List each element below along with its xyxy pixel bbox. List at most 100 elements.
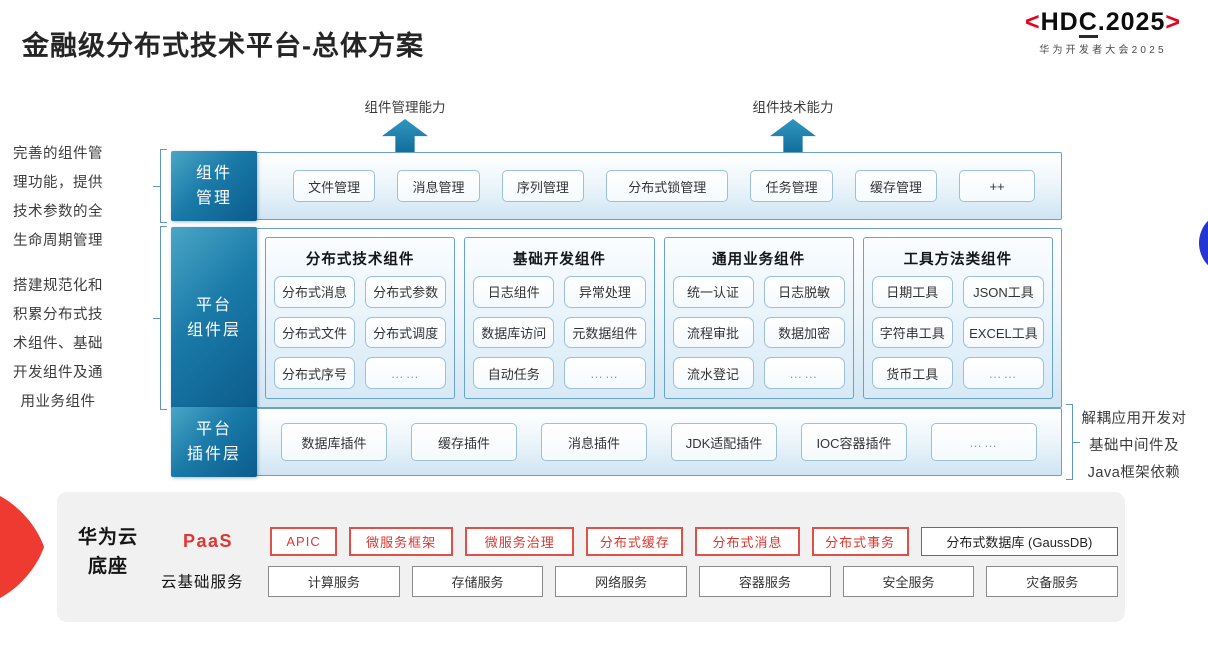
cloud-service-chip: 容器服务	[699, 566, 831, 597]
group-grid: 统一认证 日志脱敏 流程审批 数据加密 流水登记 ……	[672, 276, 845, 389]
group-basic-dev: 基础开发组件 日志组件 异常处理 数据库访问 元数据组件 自动任务 ……	[464, 237, 655, 399]
paas-chip: 微服务治理	[465, 527, 575, 556]
component-chip: 字符串工具	[871, 316, 953, 349]
paas-services-row: APIC 微服务框架 微服务治理 分布式缓存 分布式消息 分布式事务 分布式数据…	[270, 527, 1119, 556]
component-chip-more: ……	[962, 357, 1044, 389]
group-title: 通用业务组件	[712, 252, 806, 268]
layer-body: 分布式技术组件 分布式消息 分布式参数 分布式文件 分布式调度 分布式序号 ………	[257, 229, 1061, 407]
component-chip: 分布式参数	[365, 276, 447, 308]
component-chip-more: ……	[564, 357, 646, 389]
arrow-label: 组件技术能力	[752, 100, 834, 115]
logo-text-prefix: HD	[1040, 8, 1079, 36]
page-title: 金融级分布式技术平台-总体方案	[22, 31, 424, 61]
bracket-left-row1	[160, 149, 167, 223]
component-chip: 日期工具	[871, 276, 953, 308]
component-chip: 分布式调度	[365, 316, 447, 349]
bracket-tick	[153, 318, 160, 319]
group-grid: 日期工具 JSON工具 字符串工具 EXCEL工具 货币工具 ……	[871, 276, 1044, 389]
component-chip: EXCEL工具	[962, 316, 1044, 349]
layer-platform-components: 平台 组件层 分布式技术组件 分布式消息 分布式参数 分布式文件 分布式调度 分…	[171, 227, 1062, 409]
paas-chip: 分布式缓存	[586, 527, 684, 556]
huawei-cloud-foundation-panel	[57, 492, 1125, 622]
layer-label-platform-components: 平台 组件层	[171, 227, 257, 409]
note-plugin-layer: 解耦应用开发对基础中间件及Java框架依赖	[1081, 411, 1187, 481]
layer-body: 文件管理 消息管理 序列管理 分布式锁管理 任务管理 缓存管理 ++	[257, 153, 1061, 219]
cloud-service-chip: 存储服务	[411, 566, 544, 597]
bracket-right-row3	[1066, 404, 1073, 480]
bracket-tick	[153, 186, 160, 187]
logo-right-angle: >	[1165, 8, 1181, 36]
logo-subtitle: 华为开发者大会2025	[1039, 45, 1167, 57]
component-chip-more: ++	[959, 170, 1036, 202]
group-title: 工具方法类组件	[903, 252, 1013, 268]
plugin-chip: 数据库插件	[281, 423, 387, 461]
group-grid: 分布式消息 分布式参数 分布式文件 分布式调度 分布式序号 ……	[274, 276, 447, 389]
paas-chip: 分布式消息	[695, 527, 800, 556]
component-chip: 日志组件	[473, 276, 555, 308]
paas-chip: 分布式事务	[811, 527, 909, 556]
component-chip: 元数据组件	[564, 316, 646, 349]
group-distributed-tech: 分布式技术组件 分布式消息 分布式参数 分布式文件 分布式调度 分布式序号 ……	[265, 237, 456, 399]
component-chip: 分布式锁管理	[605, 170, 729, 202]
cloud-service-chip: 网络服务	[555, 566, 688, 597]
component-chip-more: ……	[365, 357, 447, 389]
component-chip: 消息管理	[397, 170, 480, 202]
cloud-base-services-row: 计算服务 存储服务 网络服务 容器服务 安全服务 灾备服务	[268, 566, 1119, 597]
plugin-chip: 缓存插件	[411, 423, 517, 461]
layer-body: 数据库插件 缓存插件 消息插件 JDK适配插件 IOC容器插件 ……	[257, 409, 1061, 475]
component-chip: 日志脱敏	[763, 276, 845, 308]
paas-chip: APIC	[270, 527, 338, 556]
component-chip: JSON工具	[962, 276, 1044, 308]
component-chip: 序列管理	[501, 170, 584, 202]
component-chip: 货币工具	[871, 357, 953, 389]
layer-label-platform-plugins: 平台 插件层	[171, 407, 257, 477]
group-tool-methods: 工具方法类组件 日期工具 JSON工具 字符串工具 EXCEL工具 货币工具 ……	[862, 237, 1053, 399]
group-grid: 日志组件 异常处理 数据库访问 元数据组件 自动任务 ……	[473, 276, 646, 389]
plugin-chip: JDK适配插件	[671, 423, 777, 461]
capability-arrow-technical: 组件技术能力	[723, 96, 863, 157]
component-chip: 异常处理	[564, 276, 646, 308]
component-chip: 统一认证	[672, 276, 754, 308]
bracket-tick	[1073, 442, 1080, 443]
cloud-service-chip: 计算服务	[268, 566, 400, 597]
cloud-base-label: 云基础服务	[161, 574, 244, 591]
cloud-service-chip: 安全服务	[842, 566, 975, 597]
component-chip: 自动任务	[473, 357, 555, 389]
note-platform-components: 搭建规范化和积累分布式技术组件、基础开发组件及通用业务组件	[13, 278, 103, 410]
component-chip-more: ……	[763, 357, 845, 389]
group-title: 分布式技术组件	[305, 252, 415, 268]
component-chip: 缓存管理	[854, 170, 938, 202]
component-chip: 任务管理	[750, 170, 833, 202]
capability-arrow-management: 组件管理能力	[335, 96, 475, 157]
logo-left-angle: <	[1025, 8, 1041, 36]
arrow-label: 组件管理能力	[364, 100, 446, 115]
group-common-business: 通用业务组件 统一认证 日志脱敏 流程审批 数据加密 流水登记 ……	[663, 237, 854, 399]
logo-underlined-c: C	[1078, 9, 1098, 39]
layer-component-management: 组件 管理 文件管理 消息管理 序列管理 分布式锁管理 任务管理 缓存管理 ++	[171, 151, 1062, 221]
group-title: 基础开发组件	[512, 252, 606, 268]
note-component-management: 完善的组件管理功能，提供技术参数的全生命周期管理	[13, 146, 103, 249]
red-wedge-icon	[0, 496, 44, 598]
component-chip: 流程审批	[672, 316, 754, 349]
component-chip: 分布式序号	[274, 357, 356, 389]
foundation-label: 华为云 底座	[77, 527, 138, 577]
component-chip: 数据加密	[763, 316, 845, 349]
logo-text-suffix: .2025	[1097, 8, 1166, 36]
layer-label-component-management: 组件 管理	[171, 151, 257, 221]
blue-circle-icon	[1199, 211, 1208, 275]
paas-chip-gaussdb: 分布式数据库 (GaussDB)	[920, 527, 1119, 556]
paas-label: PaaS	[183, 531, 234, 551]
component-chip: 流水登记	[672, 357, 754, 389]
component-chip: 文件管理	[293, 170, 376, 202]
component-chip: 分布式消息	[274, 276, 356, 308]
plugin-chip: 消息插件	[541, 423, 647, 461]
paas-chip: 微服务框架	[349, 527, 454, 556]
component-chip: 分布式文件	[274, 316, 356, 349]
cloud-service-chip: 灾备服务	[986, 566, 1119, 597]
layer-platform-plugins: 平台 插件层 数据库插件 缓存插件 消息插件 JDK适配插件 IOC容器插件 ……	[171, 407, 1062, 477]
bracket-left-row2	[160, 226, 167, 410]
component-chip: 数据库访问	[473, 316, 555, 349]
